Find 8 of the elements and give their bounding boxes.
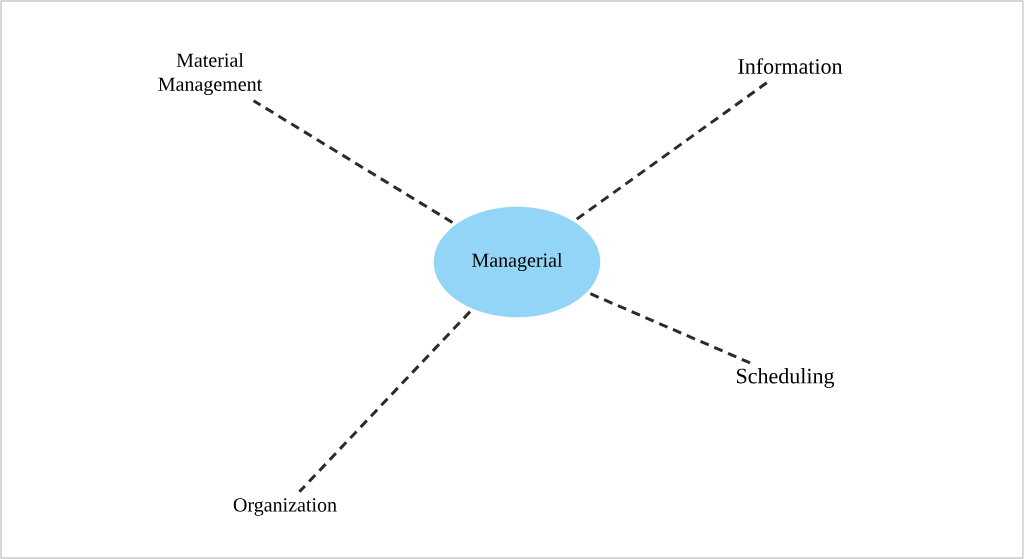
ellipse-node: Managerial (433, 206, 601, 318)
connector-line (298, 310, 472, 493)
node-label: Scheduling (737, 368, 835, 388)
connector-line (589, 292, 751, 365)
connector-line (252, 99, 454, 224)
node-label: Organization (233, 498, 337, 516)
node-label: Material Management (158, 52, 263, 96)
node-label: Information (738, 58, 843, 74)
